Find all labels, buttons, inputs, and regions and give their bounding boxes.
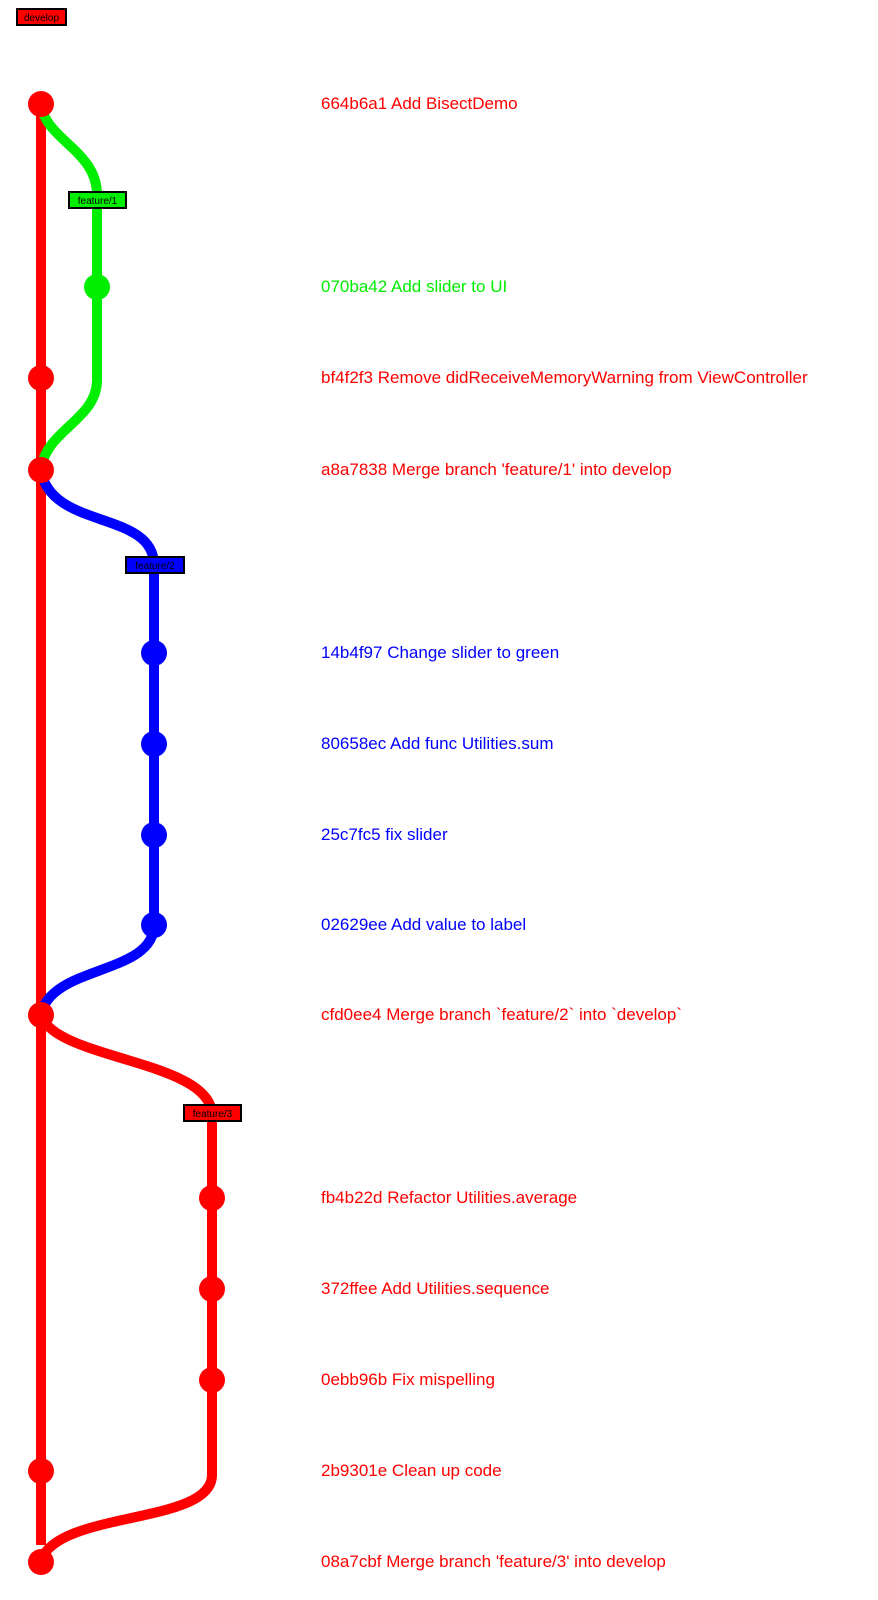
- branch-label-text: feature/1: [78, 196, 118, 207]
- feature3-branch-line: [36, 1012, 217, 1563]
- commit-dot-2b9301e: [28, 1458, 54, 1484]
- commit-message: a8a7838 Merge branch 'feature/1' into de…: [321, 460, 672, 480]
- commit-hash: 25c7fc5: [321, 825, 381, 844]
- commit-text: Add Utilities.sequence: [381, 1279, 550, 1298]
- commit-text: Refactor Utilities.average: [387, 1188, 578, 1207]
- commit-dot-664b6a1: [28, 91, 54, 117]
- commit-message: bf4f2f3 Remove didReceiveMemoryWarning f…: [321, 368, 808, 388]
- commit-text: Fix mispelling: [391, 1370, 495, 1389]
- commit-hash: 02629ee: [321, 915, 388, 934]
- commit-hash: fb4b22d: [321, 1188, 383, 1207]
- commit-text: Add value to label: [390, 915, 527, 934]
- commit-message: 664b6a1 Add BisectDemo: [321, 94, 518, 114]
- commit-message: cfd0ee4 Merge branch `feature/2` into `d…: [321, 1005, 682, 1025]
- commit-message: 2b9301e Clean up code: [321, 1461, 502, 1481]
- commit-text: Add slider to UI: [390, 277, 508, 296]
- commit-message: 02629ee Add value to label: [321, 915, 526, 935]
- commit-text: Change slider to green: [387, 643, 560, 662]
- commit-text: Merge branch 'feature/1' into develop: [391, 460, 672, 479]
- commit-text: Clean up code: [391, 1461, 502, 1480]
- commit-hash: 070ba42: [321, 277, 388, 296]
- commit-message: 80658ec Add func Utilities.sum: [321, 734, 553, 754]
- commit-hash: bf4f2f3: [321, 368, 373, 387]
- commit-hash: 2b9301e: [321, 1461, 388, 1480]
- commit-dot-070ba42: [84, 274, 110, 300]
- commit-hash: 08a7cbf: [321, 1552, 382, 1571]
- commit-hash: 664b6a1: [321, 94, 388, 113]
- branch-label-feature1: feature/1: [68, 191, 127, 209]
- commit-dot-cfd0ee4: [28, 1002, 54, 1028]
- commit-text: fix slider: [385, 825, 448, 844]
- commit-message: 0ebb96b Fix mispelling: [321, 1370, 495, 1390]
- commit-text: Remove didReceiveMemoryWarning from View…: [377, 368, 808, 387]
- commit-message: 08a7cbf Merge branch 'feature/3' into de…: [321, 1552, 666, 1572]
- commit-hash: a8a7838: [321, 460, 388, 479]
- commit-dot-fb4b22d: [199, 1185, 225, 1211]
- commit-dot-25c7fc5: [141, 822, 167, 848]
- commit-hash: 372ffee: [321, 1279, 378, 1298]
- commit-message: 070ba42 Add slider to UI: [321, 277, 507, 297]
- commit-text: Add func Utilities.sum: [390, 734, 554, 753]
- commit-hash: 0ebb96b: [321, 1370, 388, 1389]
- commit-dot-bf4f2f3: [28, 365, 54, 391]
- feature2-branch-line: [36, 468, 159, 1017]
- commit-text: Merge branch `feature/2` into `develop`: [386, 1005, 682, 1024]
- commit-message: 14b4f97 Change slider to green: [321, 643, 559, 663]
- commit-dot-80658ec: [141, 731, 167, 757]
- commit-text: Add BisectDemo: [390, 94, 518, 113]
- branch-label-feature3: feature/3: [183, 1104, 242, 1122]
- commit-hash: 14b4f97: [321, 643, 383, 662]
- commit-dot-a8a7838: [28, 457, 54, 483]
- commit-message: 372ffee Add Utilities.sequence: [321, 1279, 549, 1299]
- commit-hash: cfd0ee4: [321, 1005, 382, 1024]
- branch-label-develop: develop: [16, 8, 67, 26]
- branch-label-text: feature/2: [135, 561, 175, 572]
- commit-dot-08a7cbf: [28, 1549, 54, 1575]
- branch-label-text: develop: [24, 13, 59, 24]
- commit-message: 25c7fc5 fix slider: [321, 825, 448, 845]
- branch-label-text: feature/3: [193, 1109, 233, 1120]
- commit-dot-372ffee: [199, 1276, 225, 1302]
- commit-dot-02629ee: [141, 912, 167, 938]
- branch-label-feature2: feature/2: [125, 556, 185, 574]
- commit-text: Merge branch 'feature/3' into develop: [386, 1552, 666, 1571]
- commit-dot-0ebb96b: [199, 1367, 225, 1393]
- commit-hash: 80658ec: [321, 734, 387, 753]
- commit-message: fb4b22d Refactor Utilities.average: [321, 1188, 577, 1208]
- commit-dot-14b4f97: [141, 640, 167, 666]
